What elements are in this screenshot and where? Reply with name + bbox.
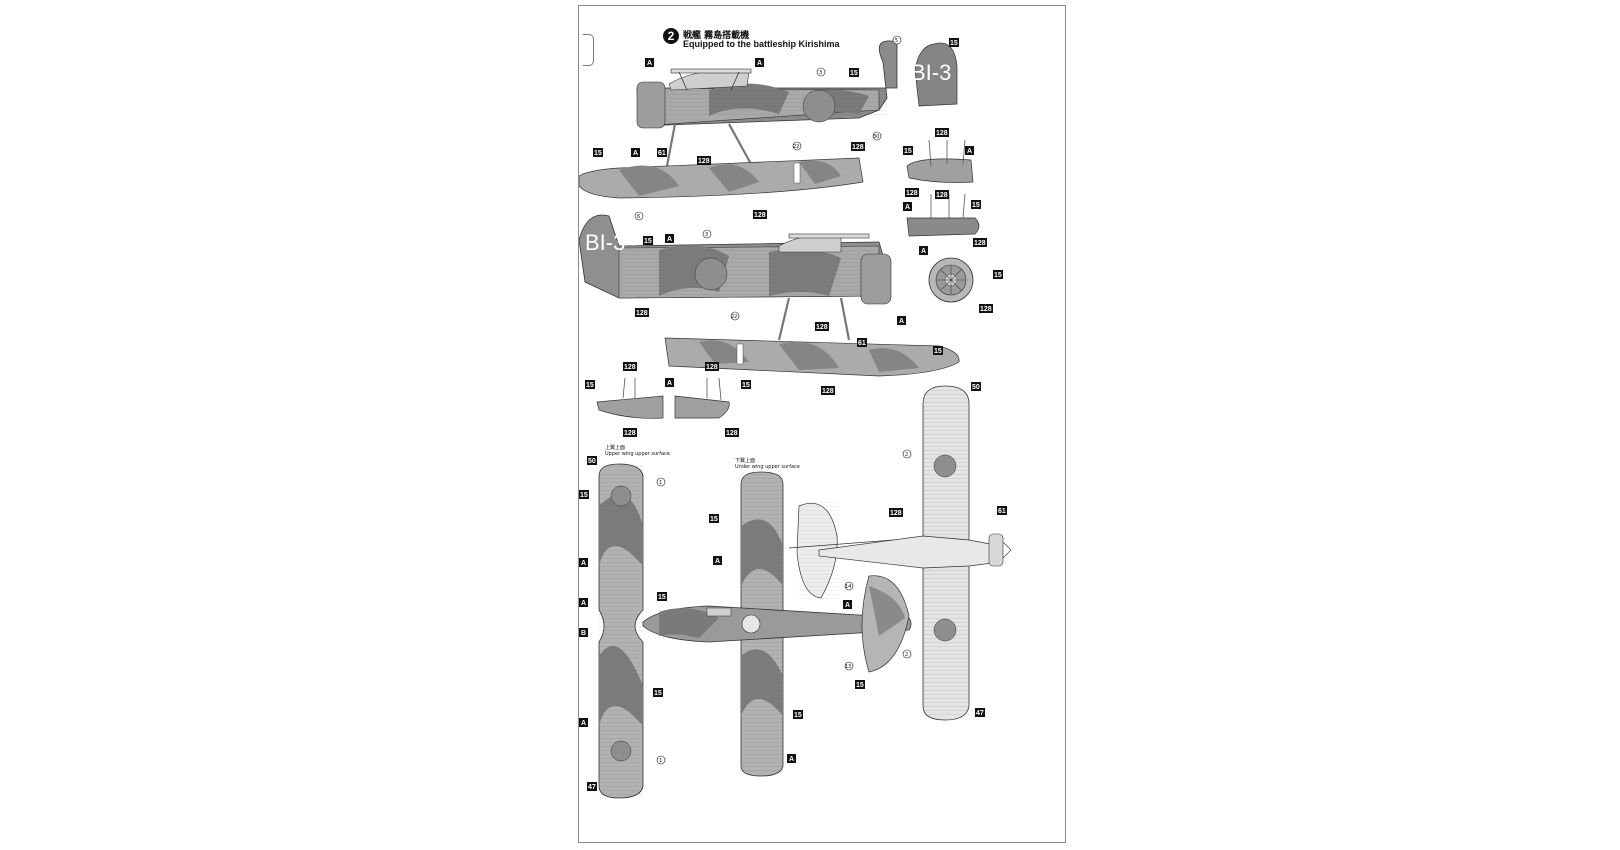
- painting-guide-drawing: BI-3: [579, 35, 1012, 799]
- svg-text:1: 1: [659, 758, 662, 764]
- svg-text:128: 128: [816, 324, 828, 331]
- svg-text:5: 5: [895, 38, 898, 44]
- lower-wing-and-fuselage-top: [642, 471, 912, 777]
- upper-wing-label-jp: 上翼上面: [605, 444, 625, 451]
- svg-text:2: 2: [905, 452, 908, 458]
- wing-floats-right-top: [906, 139, 980, 237]
- svg-text:128: 128: [890, 510, 902, 517]
- svg-text:15: 15: [856, 682, 864, 689]
- underside-view: [818, 385, 1012, 721]
- svg-text:61: 61: [998, 508, 1006, 515]
- svg-text:2: 2: [905, 652, 908, 658]
- main-float-lower: [664, 337, 960, 377]
- svg-text:A: A: [757, 60, 762, 67]
- svg-text:15: 15: [904, 148, 912, 155]
- svg-text:128: 128: [726, 430, 738, 437]
- svg-text:B: B: [581, 630, 586, 637]
- svg-text:A: A: [581, 560, 586, 567]
- svg-text:15: 15: [794, 712, 802, 719]
- svg-text:A: A: [667, 236, 672, 243]
- lower-wing-label-jp: 下翼上面: [735, 457, 755, 464]
- svg-text:A: A: [715, 558, 720, 565]
- svg-text:15: 15: [654, 690, 662, 697]
- upper-wing-label-en: Upper wing upper surface: [605, 451, 670, 457]
- engine-front-view: [928, 257, 974, 303]
- svg-text:15: 15: [644, 238, 652, 245]
- main-float-upper: [579, 157, 864, 199]
- svg-text:3: 3: [705, 232, 708, 238]
- svg-text:A: A: [845, 602, 850, 609]
- svg-text:1: 1: [659, 480, 662, 486]
- svg-text:15: 15: [850, 70, 858, 77]
- svg-text:61: 61: [858, 340, 866, 347]
- upper-wing-planform: [598, 463, 644, 799]
- tail-code-lower: BI-3: [585, 230, 625, 255]
- callouts: A A 15 3 5 15 128 30 128 61 A 15 22 128 …: [579, 35, 1007, 791]
- svg-text:A: A: [789, 756, 794, 763]
- svg-text:15: 15: [994, 272, 1002, 279]
- svg-text:15: 15: [742, 382, 750, 389]
- svg-text:22: 22: [731, 314, 737, 320]
- tail-code-upper: BI-3: [911, 60, 951, 85]
- svg-text:22: 22: [793, 144, 799, 150]
- svg-text:A: A: [905, 204, 910, 211]
- svg-text:15: 15: [972, 202, 980, 209]
- svg-text:128: 128: [936, 192, 948, 199]
- side-view-left-facing: BI-3: [636, 40, 958, 167]
- svg-text:14: 14: [845, 584, 851, 590]
- svg-text:47: 47: [976, 710, 984, 717]
- svg-text:128: 128: [822, 388, 834, 395]
- svg-text:47: 47: [588, 784, 596, 791]
- svg-text:128: 128: [906, 190, 918, 197]
- svg-text:61: 61: [658, 150, 666, 157]
- svg-text:3: 3: [819, 70, 822, 76]
- svg-text:A: A: [921, 248, 926, 255]
- svg-text:A: A: [667, 380, 672, 387]
- page-tab: [583, 34, 594, 66]
- side-view-right-facing: BI-3: [579, 214, 892, 341]
- svg-text:128: 128: [754, 212, 766, 219]
- svg-text:15: 15: [594, 150, 602, 157]
- svg-text:15: 15: [580, 492, 588, 499]
- title-english: Equipped to the battleship Kirishima: [683, 39, 840, 49]
- svg-text:128: 128: [624, 430, 636, 437]
- step-number-badge: 2: [663, 28, 679, 44]
- svg-text:15: 15: [710, 516, 718, 523]
- svg-text:A: A: [647, 60, 652, 67]
- svg-text:15: 15: [658, 594, 666, 601]
- svg-text:A: A: [581, 720, 586, 727]
- svg-text:128: 128: [706, 364, 718, 371]
- svg-text:A: A: [581, 600, 586, 607]
- svg-text:128: 128: [698, 158, 710, 165]
- svg-text:128: 128: [936, 130, 948, 137]
- title-japanese: 戦艦 霧島搭載機: [683, 31, 750, 41]
- svg-text:50: 50: [588, 458, 596, 465]
- svg-text:A: A: [967, 148, 972, 155]
- svg-text:13: 13: [845, 664, 851, 670]
- svg-text:128: 128: [974, 240, 986, 247]
- svg-text:A: A: [899, 318, 904, 325]
- instruction-sheet: 2 戦艦 霧島搭載機 Equipped to the battleship Ki…: [578, 5, 1066, 843]
- svg-text:A: A: [633, 150, 638, 157]
- lower-wing-label-en: Under wing upper surface: [735, 464, 800, 470]
- svg-text:15: 15: [934, 348, 942, 355]
- svg-text:128: 128: [852, 144, 864, 151]
- svg-text:6: 6: [637, 214, 640, 220]
- svg-text:15: 15: [950, 40, 958, 47]
- svg-text:128: 128: [636, 310, 648, 317]
- svg-text:128: 128: [980, 306, 992, 313]
- svg-text:30: 30: [873, 134, 879, 140]
- svg-text:15: 15: [586, 382, 594, 389]
- svg-text:50: 50: [972, 384, 980, 391]
- wing-floats-bottom: [596, 377, 730, 419]
- svg-text:128: 128: [624, 364, 636, 371]
